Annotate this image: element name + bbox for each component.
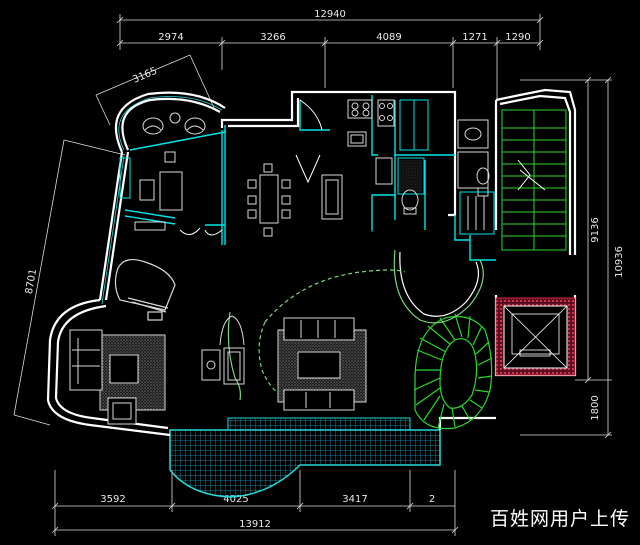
- kitchen-fixtures: [347, 99, 429, 185]
- dining-table: [247, 163, 291, 237]
- dim-right-lower: 1800: [590, 395, 601, 420]
- interior-walls: [124, 95, 496, 261]
- dim-bottom-seg-1: 3592: [100, 494, 125, 505]
- dim-top-seg-3: 4089: [376, 32, 401, 43]
- dim-top-seg-2: 3266: [260, 32, 285, 43]
- living-set-left: [69, 329, 166, 425]
- dim-bottom-seg-3: 3417: [342, 494, 367, 505]
- dim-right-inner: 9136: [590, 217, 601, 242]
- curved-partitions: [227, 249, 484, 401]
- bathroom-fixtures: [397, 119, 495, 235]
- grand-piano: [114, 258, 176, 321]
- elevator-shaft: [495, 297, 576, 376]
- study-furniture: [119, 151, 223, 236]
- balcony: [169, 417, 441, 498]
- dim-top-seg-5: 1290: [505, 32, 530, 43]
- lounge-chair: [201, 315, 245, 385]
- dim-top-seg-4: 1271: [462, 32, 487, 43]
- armchairs-bay: [142, 112, 206, 135]
- dim-left: 8701: [24, 268, 39, 295]
- living-set-center: [277, 317, 367, 411]
- upper-stair: [501, 109, 567, 251]
- dim-top-total: 12940: [314, 9, 346, 20]
- sideboard: [295, 99, 343, 220]
- dim-bottom-total: 13912: [239, 519, 271, 530]
- dim-bottom-seg-2: 4025: [223, 494, 248, 505]
- dim-bottom-seg-4: 2: [429, 494, 435, 505]
- window-lines: [101, 96, 373, 305]
- dim-top-seg-1: 2974: [158, 32, 183, 43]
- watermark-text: 百姓网用户上传: [489, 508, 630, 530]
- dim-right-outer: 10936: [614, 246, 625, 278]
- dimension-lines: [13, 14, 612, 536]
